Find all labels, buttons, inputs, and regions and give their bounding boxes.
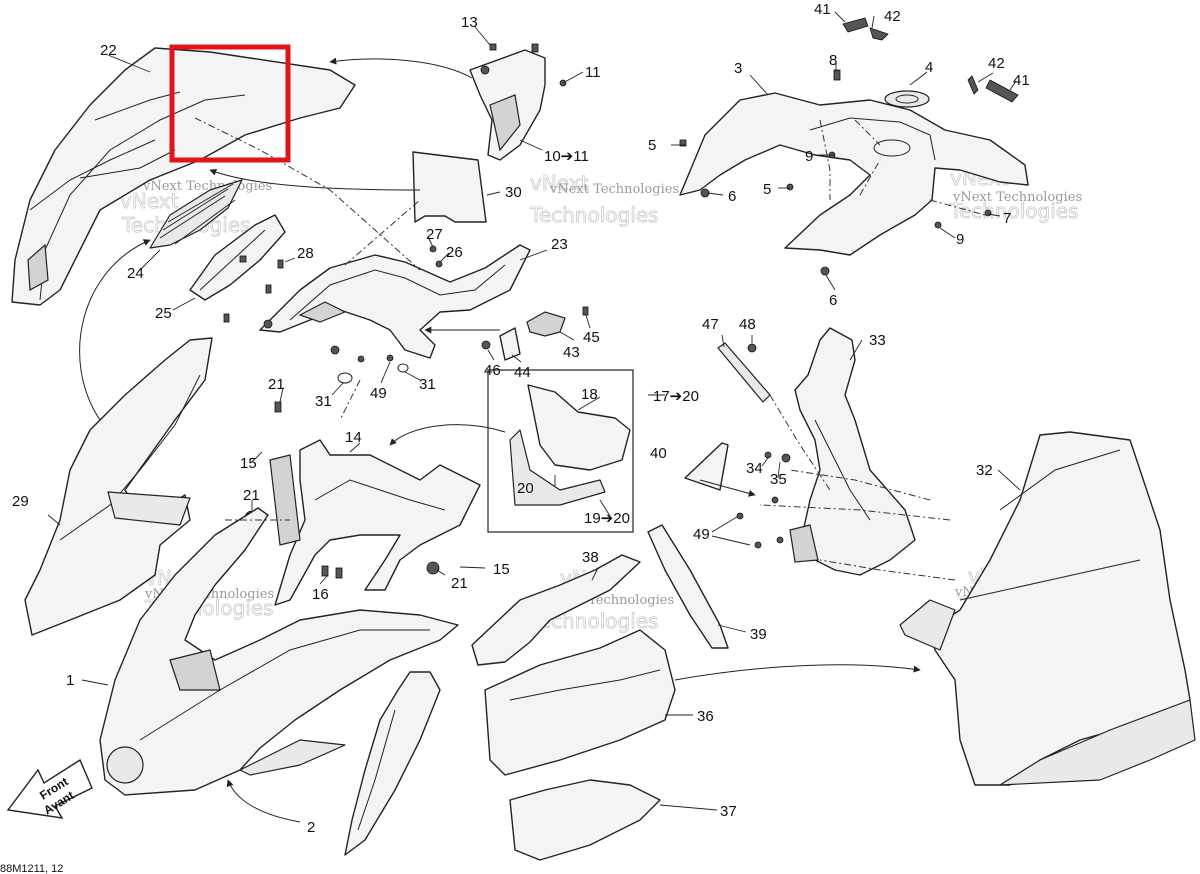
- callout-36: 36: [697, 708, 714, 725]
- part-43-44-brackets: [499, 311, 566, 361]
- callout-7: 7: [1003, 210, 1011, 227]
- callout-13: 13: [461, 14, 478, 31]
- callout-labels: 22 13 11 10➔11 30 23 27 26 28 24 25 43 4…: [12, 1, 1030, 836]
- part-32-side-fairing: [899, 431, 1196, 786]
- callout-1: 1: [66, 672, 74, 689]
- part-30-panel: [412, 151, 487, 223]
- hardware-group: [223, 17, 1019, 384]
- part-38-panel: [471, 554, 641, 666]
- hardware-49: [736, 451, 791, 549]
- callout-46: 46: [484, 362, 501, 379]
- callout-10-11: 10➔11: [544, 148, 589, 165]
- watermark-big: Technologies: [529, 203, 658, 227]
- callout-3: 3: [734, 60, 742, 77]
- callout-24: 24: [127, 265, 144, 282]
- watermark-big: vNext: [530, 171, 589, 195]
- part-39-strip: [647, 524, 729, 649]
- callout-31-right: 31: [419, 376, 436, 393]
- part-29-lower-side-panel: [24, 337, 213, 636]
- callout-48: 48: [739, 316, 756, 333]
- callout-37: 37: [720, 803, 737, 820]
- callout-35: 35: [770, 471, 787, 488]
- callout-23: 23: [551, 236, 568, 253]
- leader-arrows: [47, 11, 1021, 823]
- callout-45: 45: [583, 329, 600, 346]
- callout-5-left: 5: [648, 137, 656, 154]
- callout-41-top: 41: [814, 1, 831, 18]
- callout-40: 40: [650, 445, 667, 462]
- part-3-tank-cover: [679, 90, 1029, 256]
- callout-30: 30: [505, 184, 522, 201]
- callout-49-left: 49: [370, 385, 387, 402]
- part-23-side-bracket: [259, 244, 531, 359]
- callout-32: 32: [976, 462, 993, 479]
- front-direction-arrow: Front Avant: [6, 758, 93, 819]
- callout-41-right: 41: [1013, 72, 1030, 89]
- callout-21-mid: 21: [243, 487, 260, 504]
- part-22-upper-side-panel: [11, 47, 356, 306]
- part-37-panel: [509, 779, 661, 861]
- callout-19-20: 19➔20: [584, 510, 630, 527]
- callout-42-top: 42: [884, 8, 901, 25]
- callout-8: 8: [829, 52, 837, 69]
- callout-42-right: 42: [988, 55, 1005, 72]
- watermark: vNext Technologies: [952, 190, 1082, 205]
- callout-29: 29: [12, 493, 29, 510]
- callout-9-mid: 9: [805, 148, 813, 165]
- part-24-vent-grille: [149, 179, 243, 249]
- callout-15-left: 15: [240, 455, 257, 472]
- callout-21-top: 21: [268, 376, 285, 393]
- callout-28: 28: [297, 245, 314, 262]
- part-1-front-fairing: [99, 507, 459, 796]
- callout-17-20: 17➔20: [653, 388, 699, 405]
- callout-6-left: 6: [728, 188, 736, 205]
- callout-14: 14: [345, 429, 362, 446]
- callout-27: 27: [426, 226, 443, 243]
- callout-2: 2: [307, 819, 315, 836]
- callout-44: 44: [514, 364, 531, 381]
- callout-6-bottom: 6: [829, 292, 837, 309]
- callout-18: 18: [581, 386, 598, 403]
- callout-15-right: 15: [493, 561, 510, 578]
- callout-31-left: 31: [315, 393, 332, 410]
- callout-20: 20: [517, 480, 534, 497]
- callout-4: 4: [925, 59, 933, 76]
- part-25-grille-bracket: [189, 214, 286, 301]
- part-47-strut: [717, 342, 771, 403]
- callout-26: 26: [446, 244, 463, 261]
- highlight-box[interactable]: [169, 44, 291, 163]
- callout-5-mid: 5: [763, 181, 771, 198]
- part-10-11-mount-bracket: [469, 43, 567, 161]
- callout-39: 39: [750, 626, 767, 643]
- callout-47: 47: [702, 316, 719, 333]
- callout-21-bottom: 21: [451, 575, 468, 592]
- callout-49-right: 49: [693, 526, 710, 543]
- callout-34: 34: [746, 460, 763, 477]
- part-40-wedge: [684, 442, 729, 491]
- watermark: vNext Technologies: [549, 182, 679, 197]
- diagram-code: 88M1211, 12: [0, 863, 63, 874]
- part-33-frame-bracket: [789, 327, 916, 576]
- callout-33: 33: [869, 332, 886, 349]
- callout-25: 25: [155, 305, 172, 322]
- callout-11: 11: [585, 64, 601, 81]
- callout-38: 38: [582, 549, 599, 566]
- part-17-20-group-box: [487, 369, 634, 533]
- callout-9-right: 9: [956, 231, 964, 248]
- callout-16: 16: [312, 586, 329, 603]
- part-2-lower-nose: [344, 671, 441, 856]
- callout-43: 43: [563, 344, 580, 361]
- callout-22: 22: [100, 42, 117, 59]
- part-36-panel: [484, 629, 676, 776]
